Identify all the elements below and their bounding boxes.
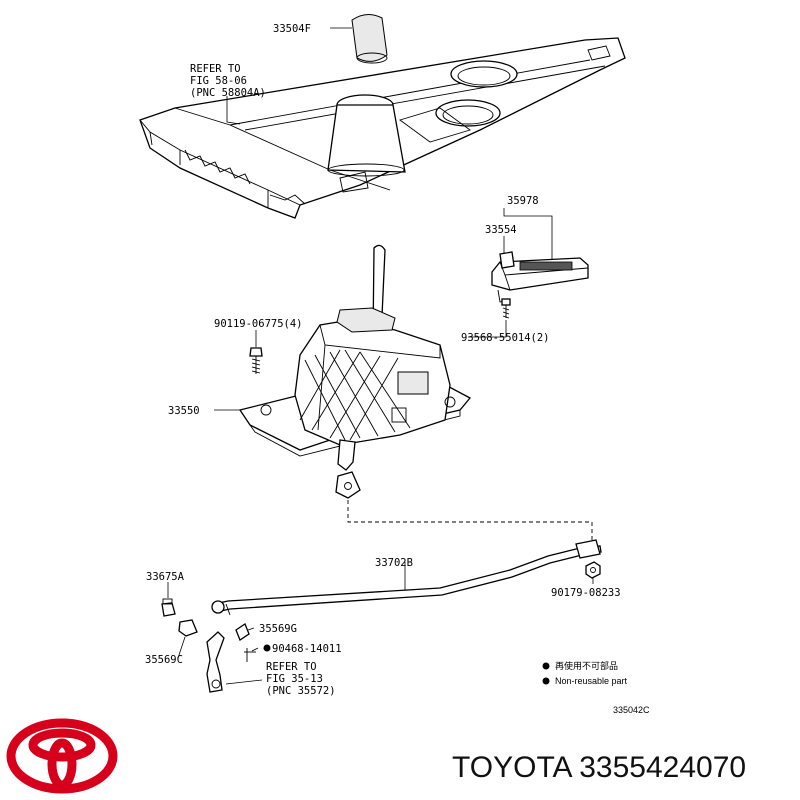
brand-part-number: TOYOTA 3355424070 [452,751,746,784]
console-panel [139,37,626,219]
label-refer-b-line3: (PNC 35572) [266,685,336,697]
filled-circle-icon [542,677,550,685]
label-90119: 90119-06775(4) [214,318,303,330]
label-90179: 90179-08233 [551,587,621,599]
shift-cable [211,539,602,616]
label-33504F: 33504F [273,23,311,35]
label-refer-a-line3: (PNC 58804A) [190,87,266,99]
label-refer-b-line1: REFER TO [266,661,317,673]
toyota-logo-icon [6,718,118,794]
switch-bracket [491,251,589,303]
label-35569G: 35569G [259,623,297,635]
legend-en: Non-reusable part [555,676,628,686]
label-90468: 90468-14011 [272,643,342,655]
transmission-lever [206,631,225,693]
label-33554: 33554 [485,224,517,236]
leader-lines [167,27,594,685]
shift-knob [351,14,388,64]
label-33550: 33550 [168,405,200,417]
filled-circle-icon [263,644,271,652]
label-35978: 35978 [507,195,539,207]
housing-bolt [249,347,263,374]
filled-circle-icon [542,662,550,670]
label-93568: 93568-55014(2) [461,332,550,344]
label-refer-a-line1: REFER TO [190,63,241,75]
label-refer-b-line2: FIG 35-13 [266,673,323,685]
cable-clip [235,623,250,641]
figure-code: 335042C [613,705,650,715]
part-labels: 33504F REFER TO FIG 58-06 (PNC 58804A) 3… [145,23,621,697]
cable-retainer [178,619,198,637]
cable-bushing [161,598,176,617]
label-35569C: 35569C [145,654,183,666]
label-33702B: 33702B [375,557,413,569]
shift-lever-assembly [238,244,472,499]
legend: 再使用不可部品 Non-reusable part 335042C [542,660,650,715]
connection-dashed-line [347,500,593,548]
label-33675A: 33675A [146,571,185,583]
legend-jp: 再使用不可部品 [555,660,618,671]
cable-nut [585,561,601,579]
cable-pin [244,648,256,662]
label-refer-a-line2: FIG 58-06 [190,75,247,87]
bracket-screw [501,298,511,319]
